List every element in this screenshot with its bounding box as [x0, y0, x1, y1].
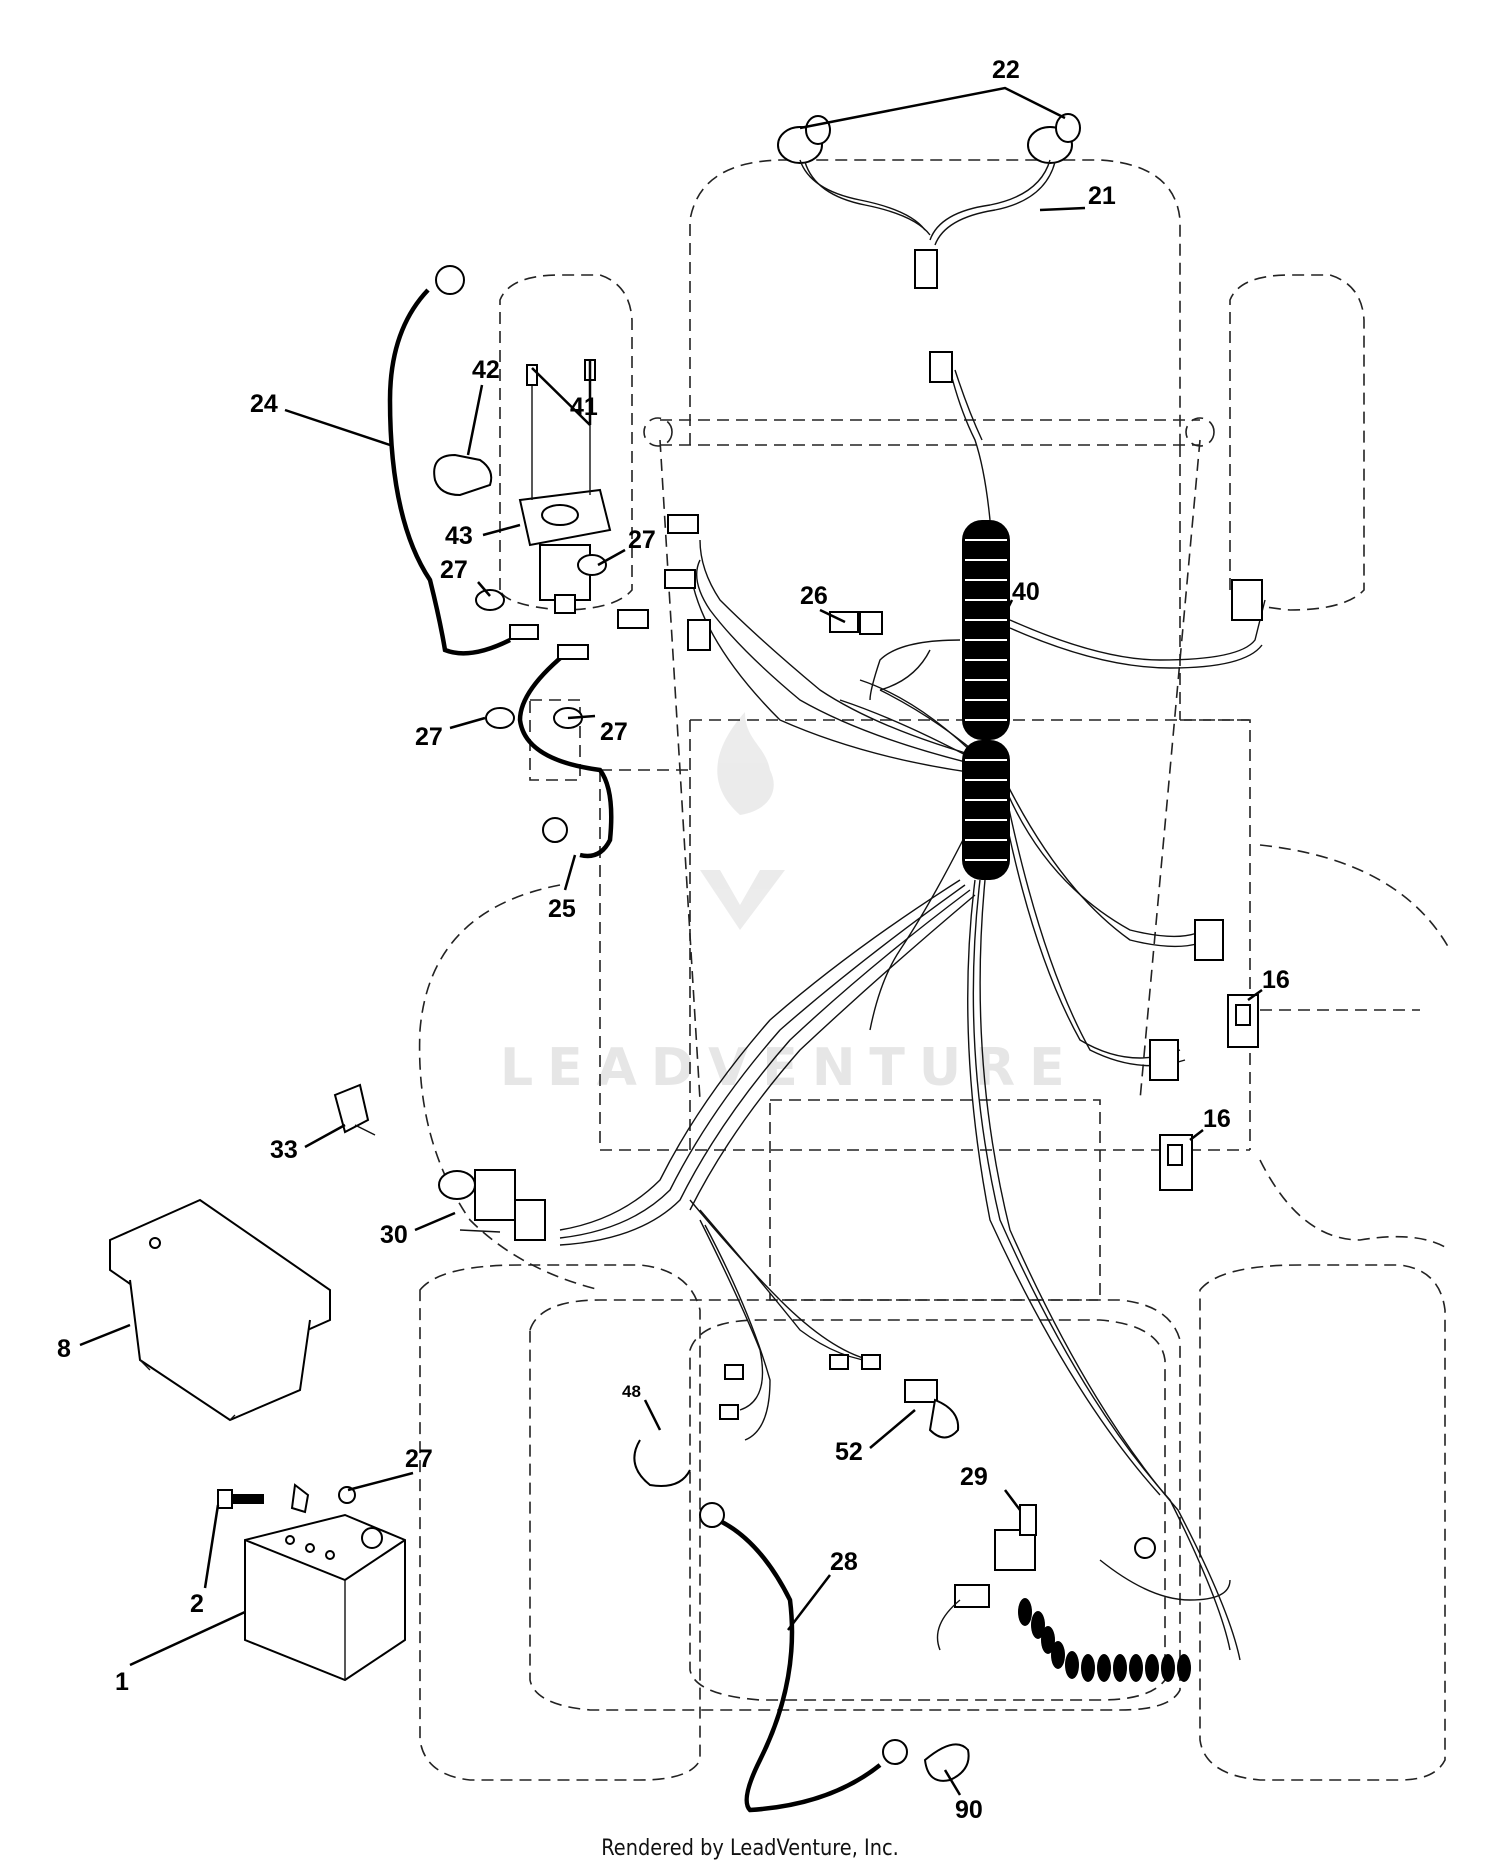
callout-29: 29 [960, 1463, 988, 1491]
callout-27-d: 27 [600, 718, 628, 746]
battery-1 [244, 1513, 406, 1682]
callout-90: 90 [955, 1796, 983, 1824]
callout-1: 1 [115, 1668, 129, 1696]
battery-tray-8 [109, 1198, 331, 1422]
callout-27-b: 27 [440, 556, 468, 584]
callout-48: 48 [622, 1382, 641, 1401]
ignition-switch-30 [438, 1169, 546, 1241]
nuts [338, 554, 607, 1504]
switch-16-lower [1159, 1134, 1193, 1191]
callout-8: 8 [57, 1335, 71, 1363]
connectors [617, 514, 1263, 1420]
callout-25: 25 [548, 895, 576, 923]
watermark-text: LEADVENTURE [500, 1038, 1079, 1098]
watermark-logo [700, 712, 785, 930]
bulb-52 [904, 1379, 960, 1439]
callout-24: 24 [250, 390, 278, 418]
battery-cable-24 [387, 265, 539, 656]
headlight-right [1027, 113, 1081, 164]
ignition-key-33 [333, 1083, 376, 1136]
terminal-boot-42 [433, 453, 493, 497]
tractor-outline [418, 159, 1451, 1781]
callout-40: 40 [1012, 578, 1040, 606]
callout-28: 28 [830, 1548, 858, 1576]
callout-41: 41 [570, 393, 598, 421]
terminal-boot-90 [923, 1743, 970, 1782]
callout-21: 21 [1088, 182, 1116, 210]
coil-cord [936, 1537, 1231, 1682]
bolt-2 [217, 1483, 310, 1514]
render-credit: Rendered by LeadVenture, Inc. [601, 1836, 899, 1861]
callout-22: 22 [992, 56, 1020, 84]
callout-42: 42 [472, 356, 500, 384]
callout-26: 26 [800, 582, 828, 610]
callout-27-c: 27 [415, 723, 443, 751]
cable-25 [517, 644, 614, 859]
callout-30: 30 [380, 1221, 408, 1249]
leader-lines [79, 86, 1263, 1796]
callout-27-e: 27 [405, 1445, 433, 1473]
callout-2: 2 [190, 1590, 204, 1618]
ground-cable-28 [699, 1502, 908, 1813]
callout-27-a: 27 [628, 526, 656, 554]
callout-33: 33 [270, 1136, 298, 1164]
callout-16-upper: 16 [1262, 966, 1290, 994]
callout-16-lower: 16 [1203, 1105, 1231, 1133]
callout-labels: 22 21 24 42 41 43 27 27 27 27 26 40 25 1… [57, 56, 1290, 1824]
wiring-harness [559, 369, 1266, 1661]
headlight-harness [799, 159, 1056, 383]
wire-loom [962, 520, 1010, 880]
callout-43: 43 [445, 522, 473, 550]
switch-16-upper [1227, 994, 1259, 1048]
callout-52: 52 [835, 1438, 863, 1466]
bulb-48 [633, 1439, 691, 1487]
pto-switch-29 [954, 1504, 1037, 1608]
